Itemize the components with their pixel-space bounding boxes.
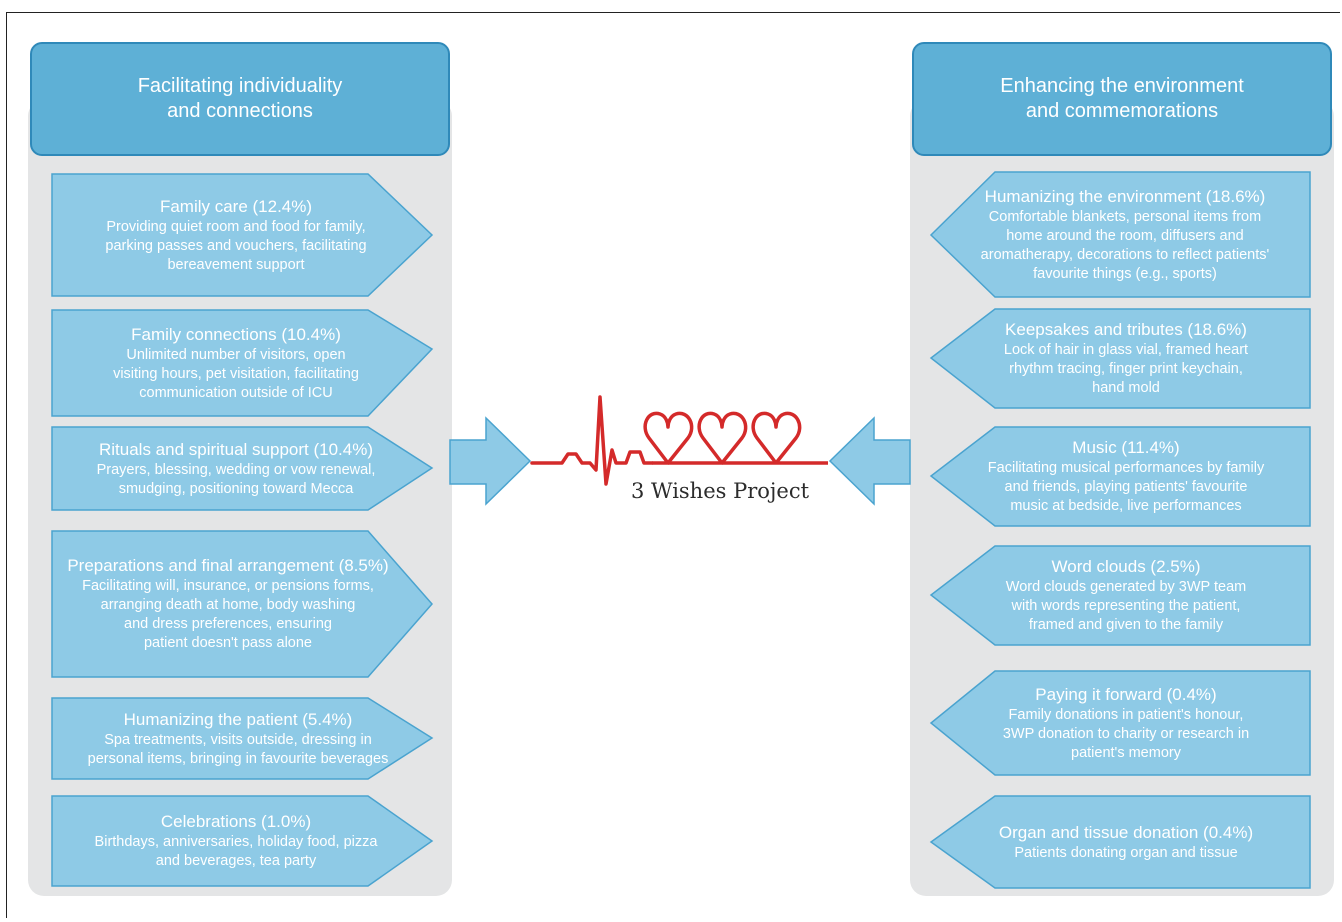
left-header-line1: Facilitating individuality (137, 75, 343, 97)
logo-graphic (530, 395, 828, 486)
pentagon-family-connections (51, 309, 434, 417)
pentagon-word-clouds (929, 545, 1311, 646)
pentagon-rituals (51, 426, 434, 511)
pentagon-preparations (51, 530, 433, 678)
right-column-header: Enhancing the environment and commemorat… (912, 42, 1332, 156)
card-desc: and beverages, tea party (155, 853, 317, 869)
arrow-right-to-center (828, 416, 911, 506)
left-column-header: Facilitating individuality and connectio… (30, 42, 450, 156)
card-desc: parking passes and vouchers, facilitatin… (105, 237, 367, 254)
card-title: Paying it forward (0.4%) (1035, 684, 1217, 704)
card-desc: home around the room, diffusers and (1006, 227, 1244, 244)
card-desc: rhythm tracing, finger print keychain, (1009, 361, 1243, 377)
card-title: Humanizing the environment (18.6%) (984, 186, 1266, 206)
card-organ-donation: Organ and tissue donation (0.4%) Patient… (948, 798, 1304, 886)
heart-2 (668, 411, 748, 465)
card-title: Celebrations (1.0%) (160, 812, 312, 831)
pentagon-organ-donation (929, 795, 1311, 889)
card-humanizing-patient: Humanizing the patient (5.4%) Spa treatm… (52, 700, 424, 777)
card-title: Humanizing the patient (5.4%) (123, 709, 353, 729)
card-desc: visiting hours, pet visitation, facilita… (113, 365, 359, 382)
card-title: Preparations and final arrangement (8.5%… (67, 556, 389, 575)
card-word-clouds: Word clouds (2.5%) Word clouds generated… (948, 548, 1304, 643)
figure-frame (6, 12, 1340, 918)
card-desc: Lock of hair in glass vial, framed heart (1003, 342, 1249, 358)
card-desc: patient doesn't pass alone (143, 635, 313, 651)
card-desc: personal items, bringing in favourite be… (87, 750, 389, 767)
card-keepsakes: Keepsakes and tributes (18.6%) Lock of h… (948, 311, 1304, 406)
pentagon-keepsakes (929, 308, 1311, 409)
pentagon-family-care (51, 173, 434, 297)
pentagon-music (929, 426, 1311, 527)
card-family-connections: Family connections (10.4%) Unlimited num… (58, 312, 414, 414)
card-desc: arranging death at home, body washing (100, 597, 356, 613)
card-desc: patient's memory (1071, 744, 1181, 761)
pentagon-paying-forward (929, 670, 1311, 776)
pentagon-celebrations (51, 795, 434, 887)
card-humanizing-environment: Humanizing the environment (18.6%) Comfo… (944, 174, 1306, 295)
right-header-line2: and commemorations (1025, 100, 1219, 122)
card-rituals: Rituals and spiritual support (10.4%) Pr… (58, 429, 414, 508)
card-music: Music (11.4%) Facilitating musical perfo… (948, 429, 1304, 524)
card-desc: Patients donating organ and tissue (1014, 844, 1238, 861)
right-pentagons (929, 171, 1311, 889)
logo-text: 3 Wishes Project (630, 479, 810, 503)
card-title: Organ and tissue donation (0.4%) (998, 822, 1254, 842)
card-desc: Spa treatments, visits outside, dressing… (104, 731, 372, 748)
pentagon-humanizing-environment (929, 171, 1311, 298)
heart-1 (643, 411, 694, 465)
right-header-line1: Enhancing the environment (1000, 75, 1244, 97)
card-title: Keepsakes and tributes (18.6%) (1005, 320, 1247, 339)
card-desc: and friends, playing patients' favourite (1004, 479, 1248, 495)
card-desc: communication outside of ICU (139, 384, 333, 401)
pentagon-humanizing-patient (51, 697, 434, 780)
card-desc: aromatherapy, decorations to reflect pat… (980, 246, 1270, 263)
card-title: Family connections (10.4%) (131, 324, 341, 344)
card-title: Family care (12.4%) (159, 196, 313, 216)
card-title: Rituals and spiritual support (10.4%) (98, 439, 374, 459)
card-desc: Family donations in patient's honour, (1008, 706, 1244, 723)
card-title: Word clouds (2.5%) (1051, 557, 1201, 576)
three-wishes-logo: 3 Wishes Project (530, 395, 830, 505)
left-header-line2: and connections (167, 100, 313, 122)
card-desc: Birthdays, anniversaries, holiday food, … (94, 834, 378, 850)
card-desc: hand mold (1092, 380, 1160, 396)
card-celebrations: Celebrations (1.0%) Birthdays, anniversa… (58, 798, 414, 884)
card-desc: smudging, positioning toward Mecca (118, 480, 354, 497)
card-desc: Word clouds generated by 3WP team (1005, 579, 1247, 595)
card-desc: with words representing the patient, (1011, 598, 1241, 614)
heartbeat-line (530, 395, 654, 486)
card-desc: Prayers, blessing, wedding or vow renewa… (96, 461, 376, 478)
card-title: Music (11.4%) (1072, 438, 1180, 457)
card-desc: bereavement support (167, 256, 305, 273)
card-paying-forward: Paying it forward (0.4%) Family donation… (948, 673, 1304, 773)
card-desc: framed and given to the family (1028, 617, 1224, 633)
card-desc: and dress preferences, ensuring (124, 616, 332, 632)
card-desc: Facilitating musical performances by fam… (987, 460, 1265, 476)
card-desc: 3WP donation to charity or research in (1002, 725, 1250, 742)
card-desc: music at bedside, live performances (1010, 498, 1242, 514)
card-desc: Facilitating will, insurance, or pension… (82, 578, 374, 594)
card-desc: Providing quiet room and food for family… (106, 218, 366, 235)
left-pentagons (51, 173, 434, 887)
card-preparations: Preparations and final arrangement (8.5%… (58, 533, 398, 675)
card-desc: Comfortable blankets, personal items fro… (988, 208, 1262, 225)
card-family-care: Family care (12.4%) Providing quiet room… (58, 176, 414, 294)
card-desc: favourite things (e.g., sports) (1033, 265, 1217, 282)
heart-3 (722, 411, 828, 465)
card-desc: Unlimited number of visitors, open (126, 346, 346, 363)
arrow-left-to-center (449, 416, 532, 506)
